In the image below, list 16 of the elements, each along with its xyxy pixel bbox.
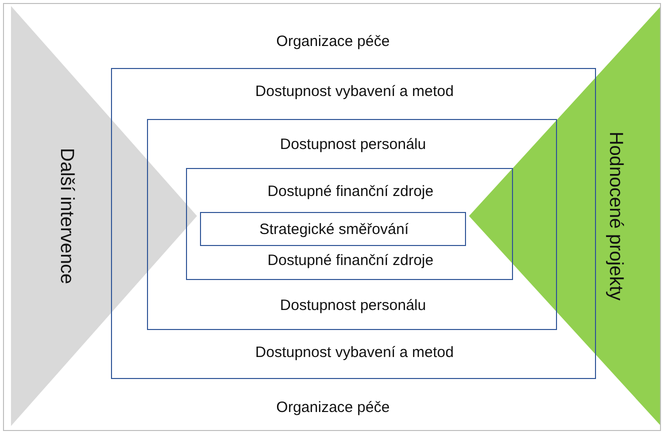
frame	[186, 168, 513, 280]
frame-label: Dostupné finanční zdroje	[268, 183, 434, 200]
side-label: Další intervence	[55, 148, 77, 284]
frame-label: Strategické směřování	[259, 221, 409, 238]
side-label: Hodnocené projekty	[604, 132, 626, 300]
frame-label: Dostupnost vybavení a metod	[255, 344, 454, 361]
frame-label: Dostupnost personálu	[280, 297, 426, 314]
frame	[111, 68, 596, 379]
frame	[200, 212, 466, 246]
frame-label: Organizace péče	[276, 33, 390, 50]
frame-label: Dostupné finanční zdroje	[268, 252, 434, 269]
frame-label: Organizace péče	[276, 399, 390, 416]
frame	[147, 119, 557, 330]
frame-label: Dostupnost vybavení a metod	[255, 83, 454, 100]
frame-label: Dostupnost personálu	[280, 136, 426, 153]
frame	[3, 3, 661, 431]
